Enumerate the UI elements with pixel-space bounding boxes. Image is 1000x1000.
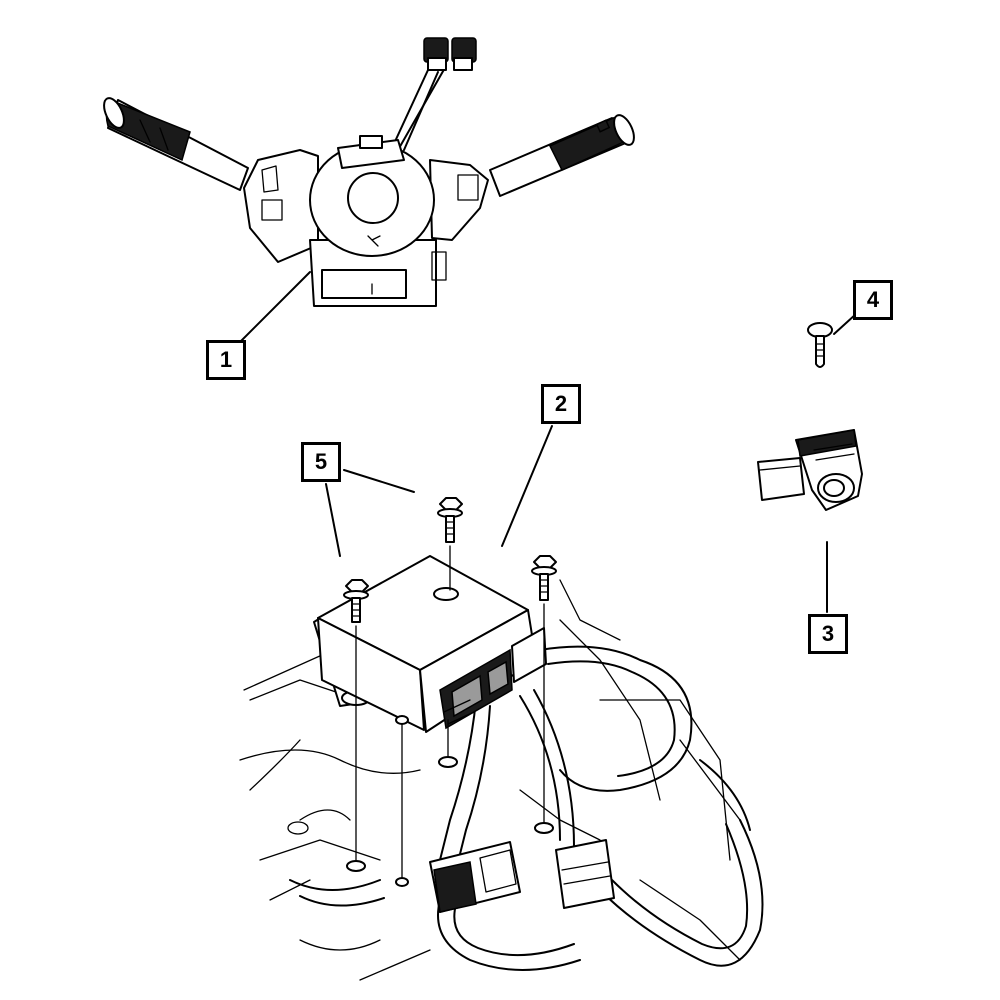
left-stalk-lever [103,97,249,191]
callout-label-2: 2 [541,384,581,424]
leader-line-5a [325,483,341,557]
mounting-bolt-top [437,497,463,543]
leader-line-1 [235,271,311,347]
callout-label-1: 1 [206,340,246,380]
callout-label-4: 4 [853,280,893,320]
leader-line-4 [833,313,857,335]
module-wiring-harness [289,645,764,971]
airbag-control-module [313,555,547,733]
right-stalk-lever [489,114,635,197]
mounting-bolt-right [531,555,557,601]
leader-line-2 [501,425,553,547]
harness-connector-right [555,839,615,909]
screw [807,322,833,368]
harness-connector-left [429,841,521,913]
switch-housing [243,149,489,307]
impact-sensor [757,429,863,511]
leader-line-5b [343,469,415,493]
floor-mounting-holes [346,715,554,887]
switch-harness [391,37,477,151]
mounting-bolt-left [343,579,369,623]
callout-label-5: 5 [301,442,341,482]
clockspring [309,135,435,257]
multifunction-switch-assembly [103,37,635,307]
bolt-alignment-lines [355,545,545,881]
callout-label-3: 3 [808,614,848,654]
